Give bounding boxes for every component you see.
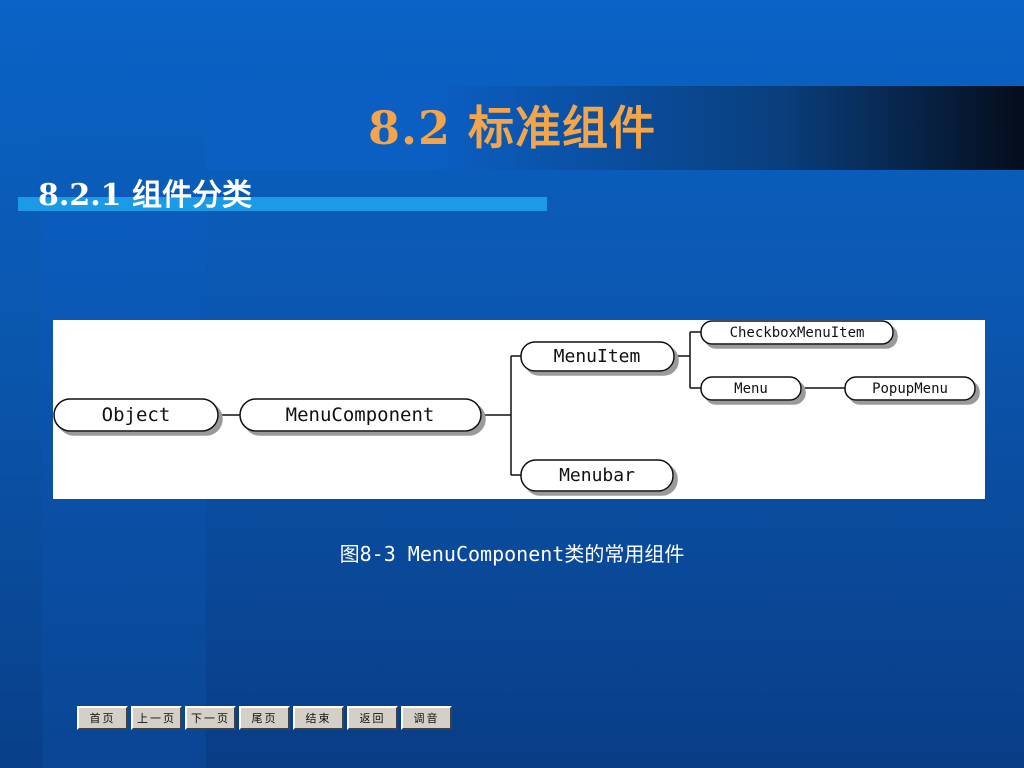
nav-return-button[interactable]: 返回 — [347, 706, 398, 730]
slide-subtitle: 8.2.1 组件分类 — [38, 178, 252, 213]
diagram-connectors — [218, 331, 845, 476]
figure-caption: 图8-3 MenuComponent类的常用组件 — [339, 542, 685, 566]
slide-title: 8.2 标准组件 — [367, 101, 657, 155]
nav-end-button[interactable]: 结束 — [293, 706, 344, 730]
nav-next-page-button[interactable]: 下一页 — [185, 706, 236, 730]
menucomponent-hierarchy-diagram: Object MenuComponent MenuItem Menubar Ch… — [53, 320, 985, 499]
node-menucomponent-label: MenuComponent — [286, 404, 435, 426]
subtitle-accent-bar — [18, 197, 547, 211]
node-menu: Menu — [700, 376, 802, 401]
node-menu-label: Menu — [734, 381, 768, 397]
left-stripe-decoration — [0, 0, 42, 768]
title-band — [205, 86, 1024, 170]
node-checkboxmenuitem: CheckboxMenuItem — [700, 320, 894, 345]
nav-audio-button[interactable]: 调音 — [401, 706, 452, 730]
node-checkboxmenuitem-label: CheckboxMenuItem — [730, 325, 865, 341]
node-menucomponent: MenuComponent — [239, 398, 482, 432]
node-popupmenu-label: PopupMenu — [872, 381, 948, 397]
node-menubar-label: Menubar — [559, 465, 635, 486]
node-menuitem-label: MenuItem — [554, 346, 641, 367]
node-object: Object — [53, 398, 219, 432]
node-menuitem: MenuItem — [520, 341, 675, 372]
nav-previous-page-button[interactable]: 上一页 — [131, 706, 182, 730]
slide-navigation-bar: 首页 上一页 下一页 尾页 结束 返回 调音 — [77, 706, 452, 730]
nav-last-page-button[interactable]: 尾页 — [239, 706, 290, 730]
node-object-label: Object — [102, 404, 171, 426]
node-menubar: Menubar — [520, 459, 674, 492]
node-popupmenu: PopupMenu — [844, 376, 976, 401]
nav-first-page-button[interactable]: 首页 — [77, 706, 128, 730]
